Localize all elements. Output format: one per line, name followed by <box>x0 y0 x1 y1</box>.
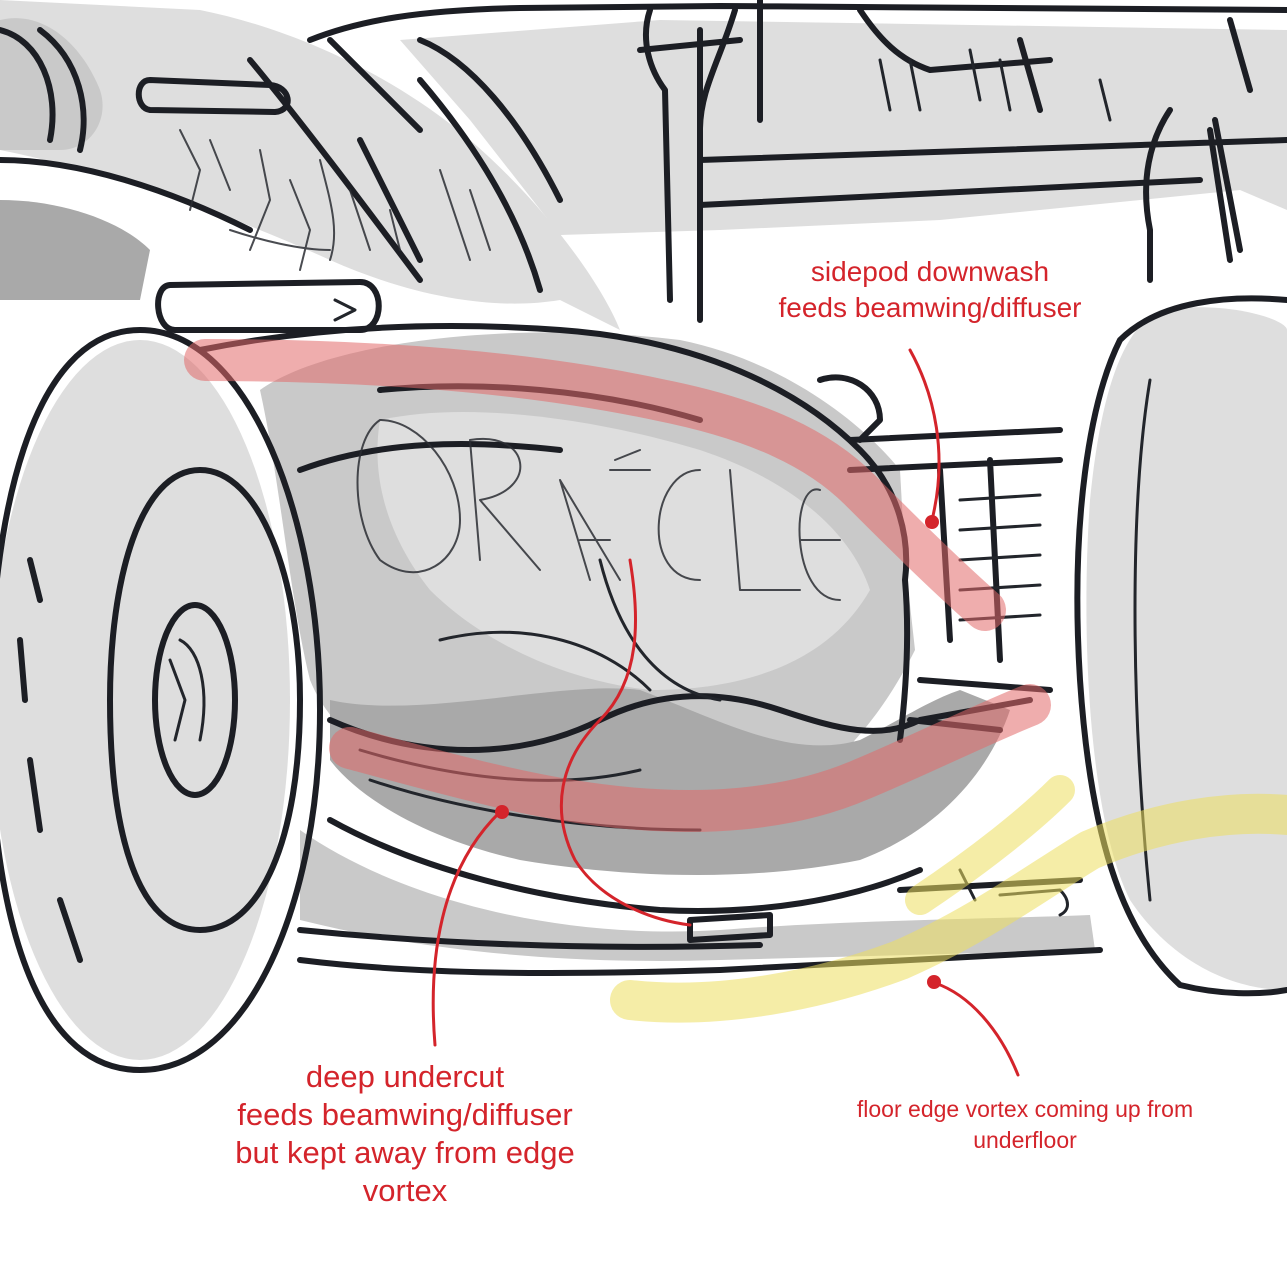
sidepod-pointer-line <box>908 348 941 522</box>
clearance-pointer-line <box>559 558 692 927</box>
edge-vortex-pointer-line <box>933 981 1020 1077</box>
right-wheel-outline <box>1074 295 1287 997</box>
deep-undercut-label-line2: feeds beamwing/diffuser <box>237 1097 573 1132</box>
undercut-pointer-dot <box>495 805 509 819</box>
left-wheel-outer <box>0 327 323 1073</box>
sidepod-downwash-label: sidepod downwash feeds beamwing/diffuser <box>725 254 1135 326</box>
sidepod-highlight <box>377 411 870 690</box>
sidepod-downwash-label-line2: feeds beamwing/diffuser <box>778 292 1082 323</box>
support-pillar-left <box>642 7 738 323</box>
left-wheel-shade <box>0 340 290 1060</box>
rear-bodywork-small <box>817 374 883 443</box>
undercut-outline <box>327 693 1033 914</box>
support-pillar-right <box>1143 107 1243 283</box>
floor-shade <box>300 830 1095 961</box>
support-pillar-hatch <box>878 48 1112 122</box>
livery-oracle-scribble <box>356 419 841 601</box>
suspension-arm-detail <box>333 298 357 322</box>
left-wheel-hub-detail <box>168 638 206 742</box>
edge-vortex-pointer-dot <box>927 975 941 989</box>
deep-undercut-label-line3: but kept away from edge <box>235 1135 575 1170</box>
rear-wing-outline <box>307 0 1287 263</box>
sidepod-downwash-label-line1: sidepod downwash <box>810 256 1050 287</box>
floor-edge-outline <box>297 877 1103 976</box>
sidepod-pointer-dot <box>925 515 939 529</box>
cockpit-shade <box>0 200 150 300</box>
floor-edge-vortex-label: floor edge vortex coming up from underfl… <box>795 1094 1255 1156</box>
floor-edge-vortex-label-line1: floor edge vortex coming up from <box>856 1096 1194 1122</box>
deep-undercut-label-line4: vortex <box>362 1173 448 1208</box>
deep-undercut-label: deep undercut feeds beamwing/diffuser bu… <box>165 1058 645 1210</box>
edge-vortex-flow-upper <box>905 775 1075 915</box>
engine-cover-outline <box>0 27 543 293</box>
engine-scribble <box>179 129 491 271</box>
edge-vortex-flow <box>610 793 1287 1023</box>
undercut-flow <box>329 684 1051 832</box>
beamwing-hatch <box>958 493 1042 622</box>
sidepod-downwash-flow <box>184 339 1006 631</box>
deep-undercut-label-line1: deep undercut <box>305 1059 505 1094</box>
exhaust-pipe <box>135 77 291 115</box>
floor-edge-vortex-label-line2: underfloor <box>973 1127 1077 1153</box>
rear-wing-shade <box>400 20 1287 235</box>
left-wheel-rim <box>107 467 303 933</box>
undercut-shade <box>330 688 1010 875</box>
left-wheel-hub <box>152 602 238 798</box>
left-wheel-tread <box>17 557 83 963</box>
undercut-pointer-line <box>431 810 502 1047</box>
